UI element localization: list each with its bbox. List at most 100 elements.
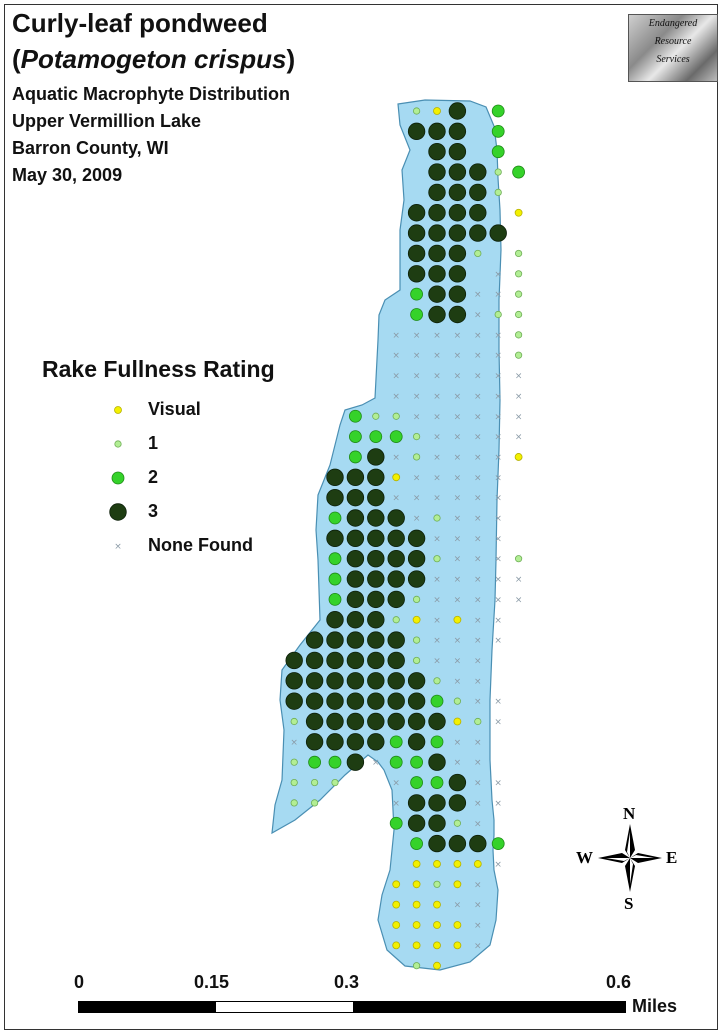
point-rating-3 <box>407 712 426 731</box>
point-none-found: × <box>474 921 482 931</box>
point-rating-3 <box>346 631 365 649</box>
point-rating-3 <box>367 672 385 690</box>
point-visual <box>412 880 421 889</box>
point-none-found: × <box>433 494 441 504</box>
point-none-found: × <box>474 392 482 402</box>
point-none-found: × <box>454 758 462 768</box>
point-visual <box>433 941 441 950</box>
point-none-found: × <box>494 697 502 707</box>
point-rating-3 <box>407 550 426 568</box>
point-rating-3 <box>346 529 365 548</box>
point-none-found: × <box>494 860 502 870</box>
point-rating-3 <box>346 570 365 588</box>
point-rating-1 <box>290 717 298 726</box>
point-rating-2 <box>308 755 322 769</box>
point-none-found: × <box>474 453 482 463</box>
point-visual <box>392 880 401 889</box>
point-none-found: × <box>433 595 441 605</box>
point-rating-2 <box>389 735 403 749</box>
point-none-found: × <box>454 331 462 341</box>
point-none-found: × <box>392 351 400 361</box>
point-rating-3 <box>489 224 507 242</box>
point-rating-1 <box>290 778 298 787</box>
point-rating-1 <box>331 778 339 787</box>
point-rating-3 <box>326 733 344 751</box>
point-rating-1 <box>412 656 421 665</box>
point-rating-3 <box>346 468 365 487</box>
point-none-found: × <box>474 616 482 626</box>
point-none-found: × <box>392 494 400 504</box>
point-rating-3 <box>367 692 385 710</box>
point-none-found: × <box>494 718 502 728</box>
point-rating-1 <box>392 412 400 420</box>
point-rating-2 <box>348 450 362 464</box>
point-none-found: × <box>494 514 502 524</box>
point-rating-3 <box>367 550 385 568</box>
point-rating-3 <box>387 712 405 731</box>
point-none-found: × <box>515 433 523 443</box>
map-title-species: (Potamogeton crispus) <box>12 44 296 74</box>
point-rating-3 <box>407 794 426 812</box>
point-rating-3 <box>469 834 487 853</box>
point-none-found: × <box>474 433 482 443</box>
point-none-found: × <box>392 392 400 402</box>
point-rating-2 <box>328 572 342 586</box>
point-rating-3 <box>448 163 467 181</box>
point-none-found: × <box>454 514 462 524</box>
point-none-found: × <box>494 555 502 565</box>
point-rating-3 <box>407 224 426 242</box>
point-rating-3 <box>407 204 426 222</box>
point-visual <box>453 880 462 889</box>
scale-tick-0: 0 <box>74 972 85 992</box>
point-rating-3 <box>367 611 385 629</box>
point-none-found: × <box>474 412 482 422</box>
point-rating-3 <box>407 570 426 588</box>
point-rating-3 <box>285 672 303 690</box>
point-rating-3 <box>326 529 344 548</box>
point-rating-3 <box>387 692 405 710</box>
point-rating-3 <box>387 570 405 588</box>
point-rating-1 <box>433 880 441 888</box>
legend-label: 2 <box>148 467 159 487</box>
point-visual <box>433 921 441 929</box>
point-none-found: × <box>494 331 502 341</box>
point-none-found: × <box>392 331 400 341</box>
point-rating-3 <box>326 672 344 690</box>
point-none-found: × <box>474 331 482 341</box>
point-rating-1 <box>514 270 523 278</box>
point-rating-3 <box>387 529 405 548</box>
point-none-found: × <box>494 412 502 422</box>
point-rating-3 <box>428 834 446 853</box>
point-rating-3 <box>326 611 344 629</box>
point-rating-3 <box>346 488 365 507</box>
point-rating-3 <box>367 651 385 670</box>
point-rating-3 <box>326 488 344 507</box>
point-rating-3 <box>387 672 405 690</box>
point-none-found: × <box>474 514 482 524</box>
point-none-found: × <box>413 473 421 483</box>
point-rating-3 <box>305 672 324 690</box>
legend-title: Rake Fullness Rating <box>42 356 275 382</box>
point-rating-2 <box>348 430 362 444</box>
point-rating-3 <box>285 651 303 670</box>
point-none-found: × <box>454 656 462 666</box>
point-rating-2 <box>512 165 525 179</box>
point-rating-3 <box>428 265 446 283</box>
point-none-found: × <box>474 758 482 768</box>
point-none-found: × <box>433 473 441 483</box>
point-rating-3 <box>469 204 487 222</box>
point-none-found: × <box>454 555 462 565</box>
legend-symbol-mark <box>114 406 122 414</box>
point-none-found: × <box>454 677 462 687</box>
point-rating-1 <box>433 555 441 563</box>
point-rating-2 <box>389 430 403 444</box>
point-none-found: × <box>474 677 482 687</box>
point-none-found: × <box>290 738 298 748</box>
point-rating-3 <box>346 672 365 690</box>
point-none-found: × <box>494 616 502 626</box>
point-rating-1 <box>412 107 421 115</box>
point-rating-3 <box>326 692 344 710</box>
point-none-found: × <box>494 534 502 544</box>
point-rating-3 <box>305 631 324 649</box>
point-rating-3 <box>285 692 303 710</box>
